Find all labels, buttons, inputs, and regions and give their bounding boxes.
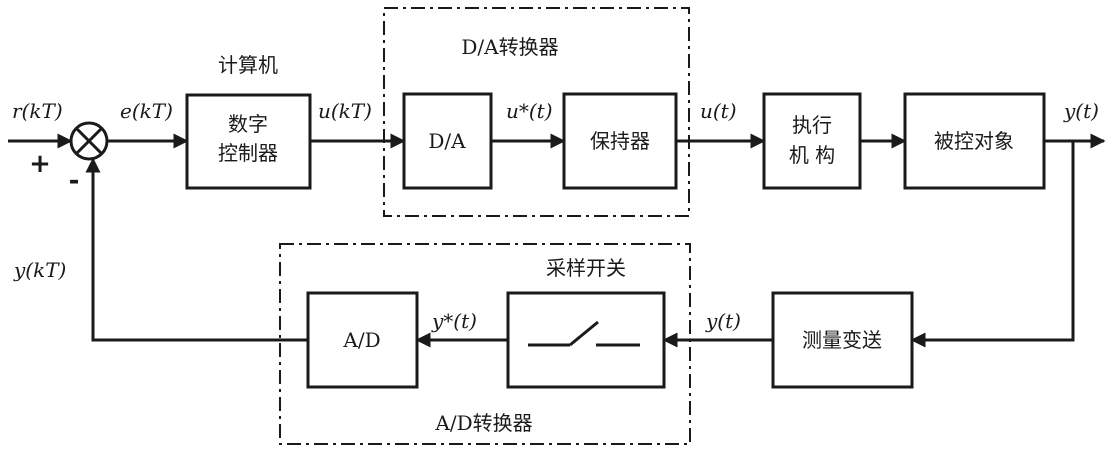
switch-caption: 采样开关 [546, 256, 626, 280]
actuator-label-line2: 机 构 [789, 143, 835, 167]
da-block [402, 92, 493, 190]
plus-sign: + [29, 149, 51, 179]
wire-feedback-down [910, 141, 1075, 348]
plant-label: 被控对象 [934, 129, 1014, 153]
signal-y-kt: y(kT) [13, 258, 66, 282]
measure-label: 测量变送 [802, 328, 882, 352]
signal-r-kt: r(kT) [12, 99, 63, 123]
wire-y-kt [85, 157, 308, 342]
signal-e-kt: e(kT) [120, 99, 173, 123]
switch-blade [569, 320, 599, 347]
ad-converter-label: A/D转换器 [434, 411, 532, 435]
actuator-block [762, 92, 862, 190]
hold-label: 保持器 [590, 129, 650, 153]
ad-label: A/D [342, 328, 380, 352]
signal-y-t-output: y(t) [1063, 99, 1099, 123]
controller-label-line1: 数字 [228, 112, 268, 136]
summing-junction [69, 121, 109, 161]
signal-u-star: u*(t) [506, 99, 553, 123]
signal-y-t-feedback: y(t) [705, 309, 741, 333]
controller-label-line2: 控制器 [218, 141, 278, 165]
signal-u-kt: u(kT) [318, 99, 372, 123]
signal-u-t: u(t) [700, 99, 737, 123]
signal-y-star: y*(t) [431, 309, 477, 333]
da-converter-label: D/A转换器 [461, 35, 558, 59]
sampling-switch-block [506, 291, 666, 389]
da-label: D/A [428, 129, 466, 153]
ad-converter-frame [279, 243, 691, 445]
controller-caption: 计算机 [218, 53, 278, 77]
actuator-label-line1: 执行 [792, 113, 832, 137]
da-converter-frame [383, 7, 690, 217]
minus-sign: - [69, 166, 80, 196]
